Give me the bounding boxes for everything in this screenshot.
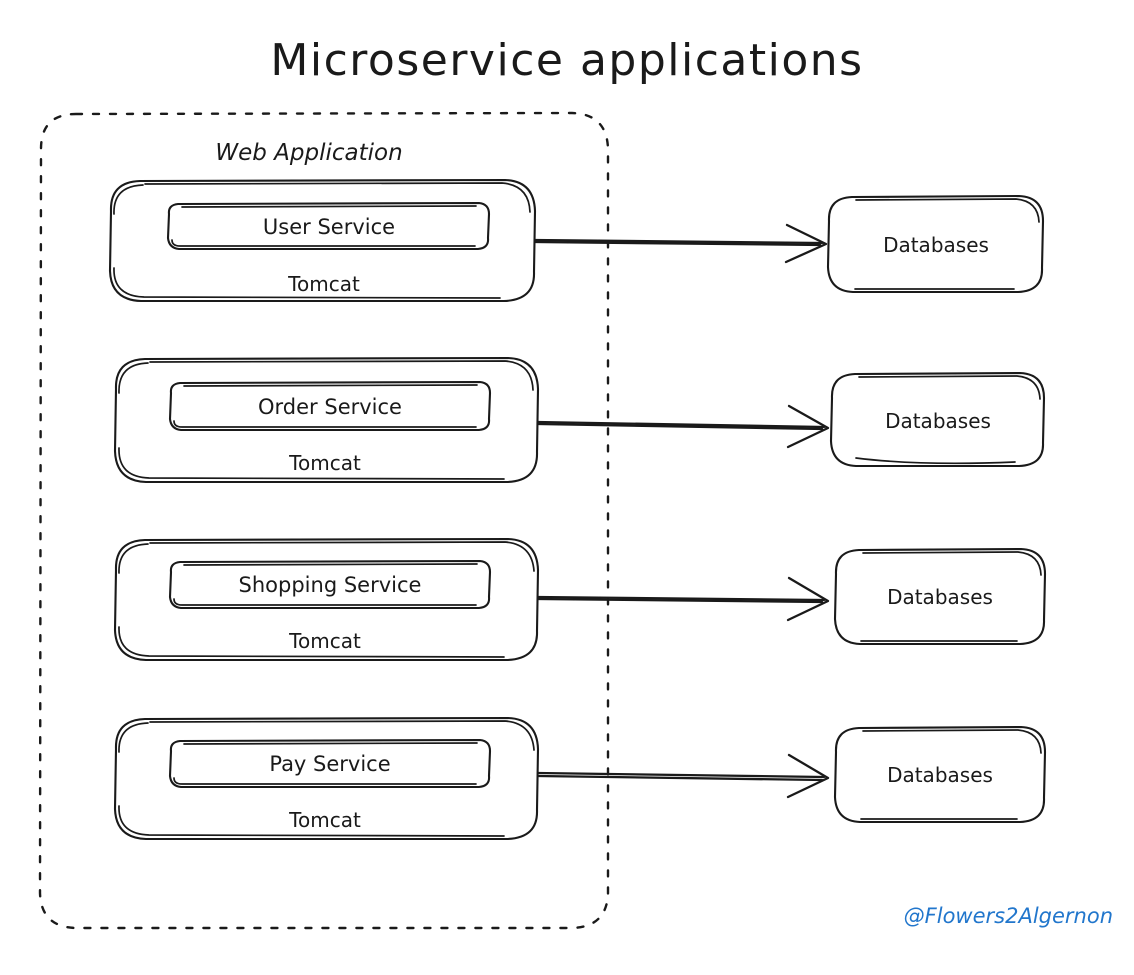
arrowhead-icon [784, 223, 828, 264]
watermark: @Flowers2Algernon [904, 904, 1113, 928]
runtime-label: Tomcat [288, 629, 361, 653]
service-name-label: User Service [263, 215, 395, 239]
runtime-label: Tomcat [288, 451, 361, 475]
database-box [833, 547, 1047, 646]
connector-line [536, 771, 826, 779]
service-name-label: Order Service [258, 395, 402, 419]
connector-line-sketch [536, 774, 824, 782]
page-title: Microservice applications [270, 35, 863, 86]
database-label: Databases [883, 233, 989, 257]
runtime-label: Tomcat [287, 272, 360, 296]
web-application-label: Web Application [215, 140, 402, 166]
database-box [829, 371, 1046, 468]
arrowhead-icon [786, 753, 830, 799]
arrowhead-icon [786, 404, 830, 449]
connector-line [533, 238, 824, 245]
database-box [833, 725, 1047, 824]
connector-0 [533, 223, 828, 264]
service-name-label: Pay Service [269, 752, 390, 776]
connector-line [536, 420, 826, 429]
arrowhead-icon [786, 576, 830, 622]
boundary-dashed-outline [38, 111, 610, 930]
connector-line-sketch [536, 597, 824, 604]
service-outer-box-sketch [113, 182, 531, 299]
service-inner-box [166, 201, 491, 251]
service-node-3[interactable]: Pay Service Tomcat [113, 716, 540, 841]
service-outer-box-sketch [118, 360, 534, 480]
connector-1 [536, 404, 830, 449]
web-application-boundary: Web Application [38, 111, 610, 930]
service-inner-box-sketch [171, 205, 477, 247]
service-node-2[interactable]: Shopping Service Tomcat [113, 537, 540, 662]
service-inner-box-sketch [173, 563, 478, 606]
database-box-sketch [860, 551, 1042, 642]
database-box-sketch [860, 729, 1042, 820]
database-box [826, 194, 1045, 294]
service-outer-box-sketch [118, 541, 535, 658]
runtime-label: Tomcat [288, 808, 361, 832]
connector-line-sketch [533, 240, 822, 247]
database-label: Databases [887, 585, 993, 609]
service-name-label: Shopping Service [239, 573, 422, 597]
connector-3 [536, 753, 830, 799]
service-inner-box [168, 559, 492, 610]
connector-line-sketch [536, 422, 824, 431]
database-node-2[interactable]: Databases [833, 547, 1047, 646]
service-node-1[interactable]: Order Service Tomcat [113, 356, 540, 484]
service-inner-box-sketch [173, 384, 478, 428]
database-label: Databases [887, 763, 993, 787]
database-box-sketch [854, 198, 1040, 290]
connector-line [536, 595, 826, 602]
service-inner-box [168, 380, 492, 432]
database-label: Databases [885, 409, 991, 433]
database-node-0[interactable]: Databases [826, 194, 1045, 294]
service-node-0[interactable]: User Service Tomcat [108, 178, 537, 303]
service-inner-box [168, 738, 492, 789]
service-outer-box-sketch [118, 720, 535, 837]
database-box-sketch [855, 375, 1041, 465]
database-node-1[interactable]: Databases [829, 371, 1046, 468]
connector-2 [536, 576, 830, 622]
service-inner-box-sketch [173, 742, 478, 785]
database-node-3[interactable]: Databases [833, 725, 1047, 824]
